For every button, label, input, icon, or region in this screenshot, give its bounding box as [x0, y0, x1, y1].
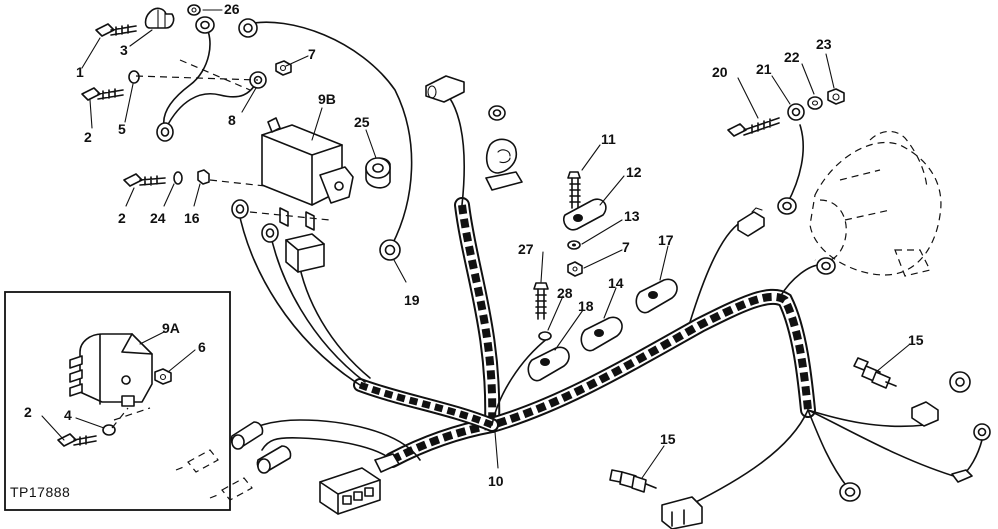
callout-15-right: 15 [908, 332, 924, 348]
callout-24: 24 [150, 210, 166, 226]
ring-terminal-harness-1 [231, 199, 249, 219]
alignment-line-relay-lower [249, 211, 331, 221]
callout-4: 4 [64, 407, 72, 423]
alignment-line-5-8 [135, 75, 259, 81]
callout-9a: 9A [162, 320, 180, 336]
boot-connector-left [230, 421, 264, 450]
callout-3: 3 [120, 42, 128, 58]
washer-28 [538, 331, 552, 341]
callout-8: 8 [228, 112, 236, 128]
ring-terminal-alternator [816, 257, 836, 275]
ring-terminal-21 [787, 103, 805, 121]
ring-terminal-left [156, 122, 174, 142]
callout-2-inset: 2 [24, 404, 32, 420]
dashed-mating-connectors [175, 449, 253, 501]
nut-7-center [567, 261, 583, 277]
spade-connector-alternator [737, 207, 765, 237]
alignment-line-inset [111, 407, 151, 429]
washer-top-center [488, 105, 506, 121]
callout-9b: 9B [318, 91, 336, 107]
ring-terminal-19 [379, 239, 401, 261]
ring-terminal-right-1 [949, 371, 971, 393]
multi-pin-connector [319, 453, 400, 515]
bolt-2-middle [123, 173, 166, 187]
callout-10: 10 [488, 473, 504, 489]
callout-15-bottom: 15 [660, 431, 676, 447]
nut-6 [154, 368, 172, 385]
callout-6: 6 [198, 339, 206, 355]
sensor-15-bottom [609, 469, 657, 493]
callout-12: 12 [626, 164, 642, 180]
bolt-1 [95, 23, 137, 37]
callout-5: 5 [118, 121, 126, 137]
callout-28: 28 [557, 285, 573, 301]
relay-9a [69, 333, 153, 407]
callout-labels: 1 3 26 2 5 8 7 9B 25 2 24 16 19 11 12 13… [24, 1, 924, 489]
bolt-11 [567, 171, 581, 209]
ring-terminal-right-2 [973, 423, 991, 441]
ring-terminal-lower-right [839, 482, 861, 502]
callout-20: 20 [712, 64, 728, 80]
alignment-line-top [179, 59, 251, 91]
callout-16: 16 [184, 210, 200, 226]
boot-right [911, 401, 939, 427]
boot-bottom [661, 496, 703, 529]
callout-7-center: 7 [622, 239, 630, 255]
bolt-27 [533, 282, 549, 320]
callout-17: 17 [658, 232, 674, 248]
washer-26 [187, 4, 201, 16]
callout-2-upper: 2 [84, 129, 92, 145]
alternator-outline [809, 130, 942, 277]
relay-connector-block [285, 233, 325, 273]
callout-19: 19 [404, 292, 420, 308]
callout-11: 11 [601, 131, 616, 147]
inset-box [4, 291, 231, 511]
callout-2-middle: 2 [118, 210, 126, 226]
boot-connector-right [256, 445, 292, 474]
clamp-18 [527, 346, 570, 382]
ring-terminal-harness-2 [261, 223, 279, 243]
callout-14: 14 [608, 275, 624, 291]
callout-25: 25 [354, 114, 370, 130]
ring-terminal-top-center [238, 18, 258, 38]
leader-lines [41, 9, 911, 479]
figure-id: TP17888 [10, 484, 70, 500]
bolt-2-inset [57, 433, 97, 447]
clip-3 [144, 7, 175, 29]
bolt-2-upper [81, 87, 124, 101]
ground-point-terminal [485, 138, 523, 191]
callout-1: 1 [76, 64, 84, 80]
callout-23: 23 [816, 36, 832, 52]
ring-terminal-top [195, 16, 215, 34]
alignment-line-relay [209, 179, 266, 187]
sensor-15-right [853, 357, 897, 389]
callout-27: 27 [518, 241, 534, 257]
callout-26: 26 [224, 1, 240, 17]
spade-connector-top [425, 75, 465, 103]
spade-terminal-right [951, 469, 973, 483]
clamp-17 [635, 278, 678, 314]
washer-24 [173, 171, 183, 185]
ring-terminal-alt-lower [777, 197, 797, 215]
washer-13 [567, 240, 581, 250]
washer-5 [128, 70, 140, 84]
washer-22 [807, 96, 823, 110]
relay-9b [261, 117, 354, 231]
nut-23 [827, 88, 845, 105]
callout-18: 18 [578, 298, 594, 314]
callout-13: 13 [624, 208, 640, 224]
spacer-25 [365, 157, 391, 189]
callout-21: 21 [756, 61, 772, 77]
bolt-20 [727, 117, 780, 137]
nut-16 [197, 169, 210, 185]
callout-7-top: 7 [308, 46, 316, 62]
clamp-14 [580, 316, 623, 352]
callout-22: 22 [784, 49, 800, 65]
clamp-12 [562, 198, 607, 231]
nut-7-top [275, 60, 292, 76]
main-wiring-harness [353, 197, 816, 468]
